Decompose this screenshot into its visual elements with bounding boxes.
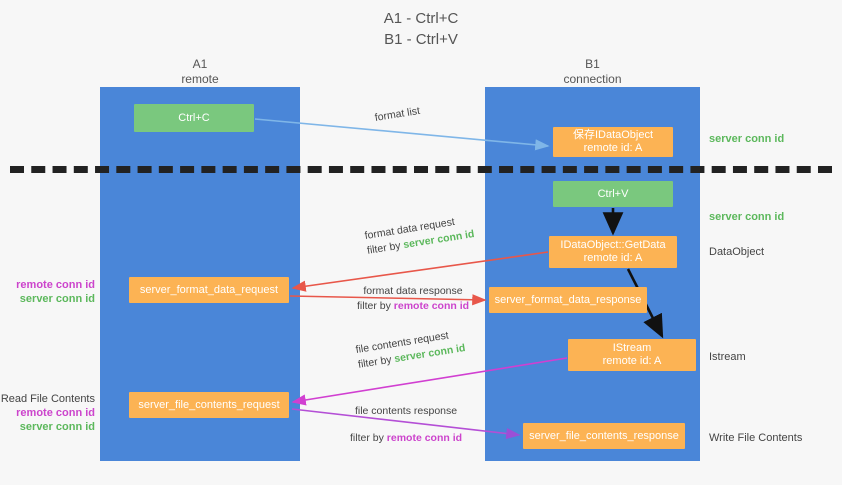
arrow-label-file-contents-request: file contents request filter by server c… — [355, 326, 467, 373]
filter-tag-remote-conn-id-2: remote conn id — [386, 432, 463, 444]
node-ctrl-c-label: Ctrl+C — [178, 111, 210, 124]
label-format-remote-conn-id: remote conn id — [16, 279, 95, 291]
label-server-conn-id-top: server conn id — [709, 133, 785, 145]
label-read-file-contents-group: Read File Contents remote conn id server… — [0, 392, 95, 434]
node-ctrl-c[interactable]: Ctrl+C — [134, 104, 254, 132]
lane-header-a1-subtitle: remote — [181, 72, 219, 86]
node-ctrl-v-label: Ctrl+V — [597, 187, 629, 200]
node-server-format-data-request-label: server_format_data_request — [139, 283, 279, 296]
node-idataobject-label: 保存IDataObject remote id: A — [572, 129, 654, 154]
node-idataobject[interactable]: 保存IDataObject remote id: A — [553, 127, 673, 157]
arrow-label-file-contents-response: file contents response filter by remote … — [350, 404, 462, 446]
node-istream-label: IStream remote id: A — [602, 342, 662, 367]
node-server-file-contents-request-label: server_file_contents_request — [138, 398, 280, 411]
node-ctrl-v[interactable]: Ctrl+V — [553, 181, 673, 207]
label-format-server-conn-id: server conn id — [19, 293, 95, 305]
arrow-label-format-data-response-text: format data response — [363, 285, 463, 297]
arrow-label-format-list: format list — [373, 104, 421, 124]
label-file-remote-conn-id: remote conn id — [16, 407, 95, 419]
divider-dashed-line — [10, 166, 832, 173]
arrow-label-format-data-response: format data response filter by remote co… — [357, 284, 469, 314]
lane-header-b1-subtitle: connection — [563, 72, 622, 86]
arrow-label-format-data-response-filter: filter by remote conn id — [357, 300, 470, 312]
label-format-conn-ids: remote conn id server conn id — [0, 278, 95, 306]
filter-tag-remote-conn-id: remote conn id — [393, 300, 470, 312]
node-server-format-data-request[interactable]: server_format_data_request — [129, 277, 289, 303]
arrow-label-file-contents-response-filter: filter by remote conn id — [350, 432, 463, 444]
lane-header-a1-name: A1 — [192, 57, 208, 71]
node-istream[interactable]: IStream remote id: A — [568, 339, 696, 371]
label-server-conn-id-mid: server conn id — [709, 211, 785, 223]
node-server-format-data-response-label: server_format_data_response — [494, 293, 642, 306]
node-server-file-contents-response-label: server_file_contents_response — [529, 429, 679, 442]
node-idataobject-getdata[interactable]: IDataObject::GetData remote id: A — [549, 236, 677, 268]
node-idataobject-getdata-label: IDataObject::GetData remote id: A — [560, 239, 666, 264]
label-istream: Istream — [709, 351, 746, 363]
arrow-label-file-contents-response-text: file contents response — [354, 405, 458, 417]
label-write-file-contents: Write File Contents — [709, 432, 803, 444]
node-server-file-contents-request[interactable]: server_file_contents_request — [129, 392, 289, 418]
node-server-file-contents-response[interactable]: server_file_contents_response — [523, 423, 685, 449]
arrow-label-format-data-request: format data request filter by server con… — [364, 212, 476, 259]
node-server-format-data-response[interactable]: server_format_data_response — [489, 287, 647, 313]
lane-header-b1: B1 connection — [485, 57, 700, 87]
lane-header-a1: A1 remote — [100, 57, 300, 87]
label-read-file-contents: Read File Contents — [0, 393, 95, 405]
page-title: A1 - Ctrl+C B1 - Ctrl+V — [383, 10, 459, 48]
label-file-server-conn-id: server conn id — [19, 421, 95, 433]
lane-header-b1-name: B1 — [585, 57, 600, 71]
label-dataobject: DataObject — [709, 246, 765, 258]
